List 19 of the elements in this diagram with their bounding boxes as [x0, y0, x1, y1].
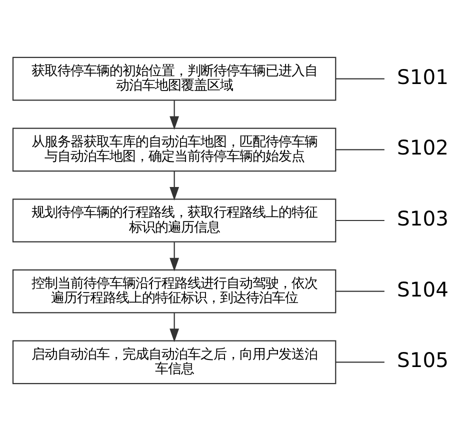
node-text: S103	[397, 206, 448, 230]
node-box: 从服务器获取车库的自动泊车地图，匹配待停车辆与自动泊车地图，确定当前待停车辆的始发点	[12, 127, 336, 172]
connector	[336, 78, 384, 79]
node-text: S101	[397, 64, 448, 88]
arrow	[170, 170, 180, 200]
connector	[336, 148, 384, 150]
node-box: 启动自动泊车，完成自动泊车之后，向用户发送泊车信息	[12, 340, 336, 384]
arrow	[170, 242, 180, 271]
node-box: 控制当前待停车辆沿行程路线进行自动驾驶，依次遍历行程路线上的特征标识，到达待泊车位	[12, 268, 336, 313]
connector	[336, 219, 384, 221]
connector	[336, 361, 384, 362]
node-box: 获取待停车辆的初始位置，判断待停车辆已进入自动泊车地图覆盖区域	[12, 56, 336, 100]
arrow	[170, 312, 180, 342]
node-box: 规划待停车辆的行程路线，获取行程路线上的特征标识的遍历信息	[12, 198, 336, 242]
connector	[336, 290, 384, 292]
node-text: S102	[397, 135, 448, 160]
node-text: S105	[397, 348, 448, 372]
node-text: S104	[397, 276, 448, 301]
arrow	[170, 100, 180, 130]
